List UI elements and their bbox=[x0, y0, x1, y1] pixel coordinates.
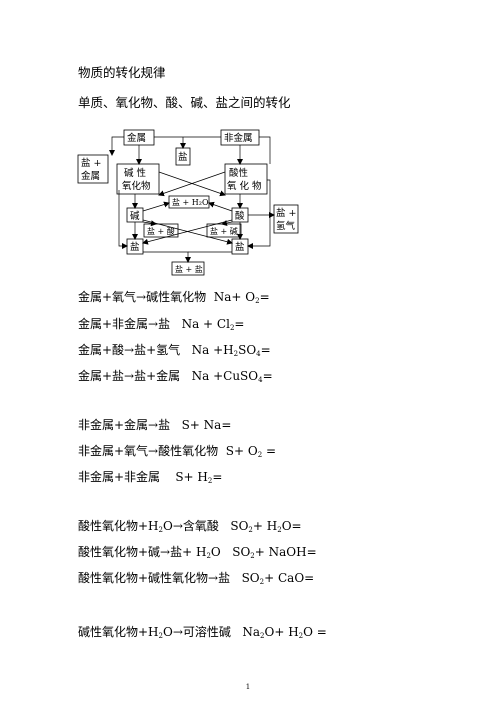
page-title: 物质的转化规律 bbox=[78, 65, 166, 80]
reaction-line: 酸性氧化物+H2O→含氧酸 SO2+ H2O= bbox=[78, 519, 302, 534]
label-acidic-oxide-2: 氧 化 物 bbox=[227, 180, 262, 192]
label-base: 碱 bbox=[130, 211, 140, 222]
label-salt-metal-2: 金属 bbox=[81, 170, 100, 182]
reaction-line: 非金属+氧气→酸性氧化物 S+ O2 = bbox=[78, 444, 277, 459]
page-number: 1 bbox=[245, 683, 251, 691]
label-nonmetal: 非金属 bbox=[224, 132, 253, 144]
label-salt-right: 盐 bbox=[235, 241, 245, 253]
box-salt-metal bbox=[77, 154, 109, 184]
reaction-line: 金属+盐→盐+金属 Na +CuSO4= bbox=[78, 369, 273, 384]
label-basic-oxide-1: 碱 性 bbox=[124, 167, 147, 179]
label-salt-top: 盐 bbox=[178, 151, 188, 163]
label-acid: 酸 bbox=[235, 210, 245, 222]
label-salt-metal-1: 盐 + bbox=[81, 157, 101, 169]
box-acidic-oxide bbox=[224, 163, 268, 195]
box-salt-acid bbox=[143, 223, 179, 238]
page-subtitle: 单质、氧化物、酸、碱、盐之间的转化 bbox=[78, 95, 291, 110]
label-acidic-oxide-1: 酸性 bbox=[229, 167, 249, 179]
reaction-line: 非金属+非金属 S+ H2= bbox=[78, 470, 223, 485]
label-salt-hydrogen-2: 氢气 bbox=[276, 220, 296, 232]
label-salt-salt: 盐 + 盐 bbox=[175, 264, 203, 274]
label-salt-water: 盐 + H₂O bbox=[172, 197, 209, 207]
reaction-line: 金属+氧气→碱性氧化物 Na+ O2= bbox=[78, 290, 270, 305]
reaction-line: 金属+酸→盐+氢气 Na +H2SO4= bbox=[78, 343, 271, 358]
label-basic-oxide-2: 氧化物 bbox=[122, 180, 151, 192]
reaction-line: 碱性氧化物+H2O→可溶性碱 Na2O+ H2O = bbox=[78, 625, 327, 640]
label-salt-left: 盐 bbox=[130, 241, 140, 253]
label-salt-acid: 盐 + 酸 bbox=[147, 226, 175, 236]
reaction-line: 酸性氧化物+碱性氧化物→盐 SO2+ CaO= bbox=[78, 571, 315, 586]
box-salt-hydrogen bbox=[273, 204, 299, 234]
reaction-line: 金属+非金属→盐 Na + Cl2= bbox=[78, 317, 245, 332]
reaction-line: 非金属+金属→盐 S+ Na= bbox=[78, 418, 232, 432]
label-metal: 金属 bbox=[127, 132, 146, 144]
label-salt-base: 盐 + 碱 bbox=[210, 226, 238, 236]
conversion-diagram: 金属 非金属 盐 碱 性 氧化物 酸性 氧 化 物 盐 + 金属 盐 + H₂O… bbox=[77, 129, 299, 276]
reaction-line: 酸性氧化物+碱→盐+ H2O SO2+ NaOH= bbox=[78, 545, 317, 560]
label-salt-hydrogen-1: 盐 + bbox=[276, 207, 296, 219]
